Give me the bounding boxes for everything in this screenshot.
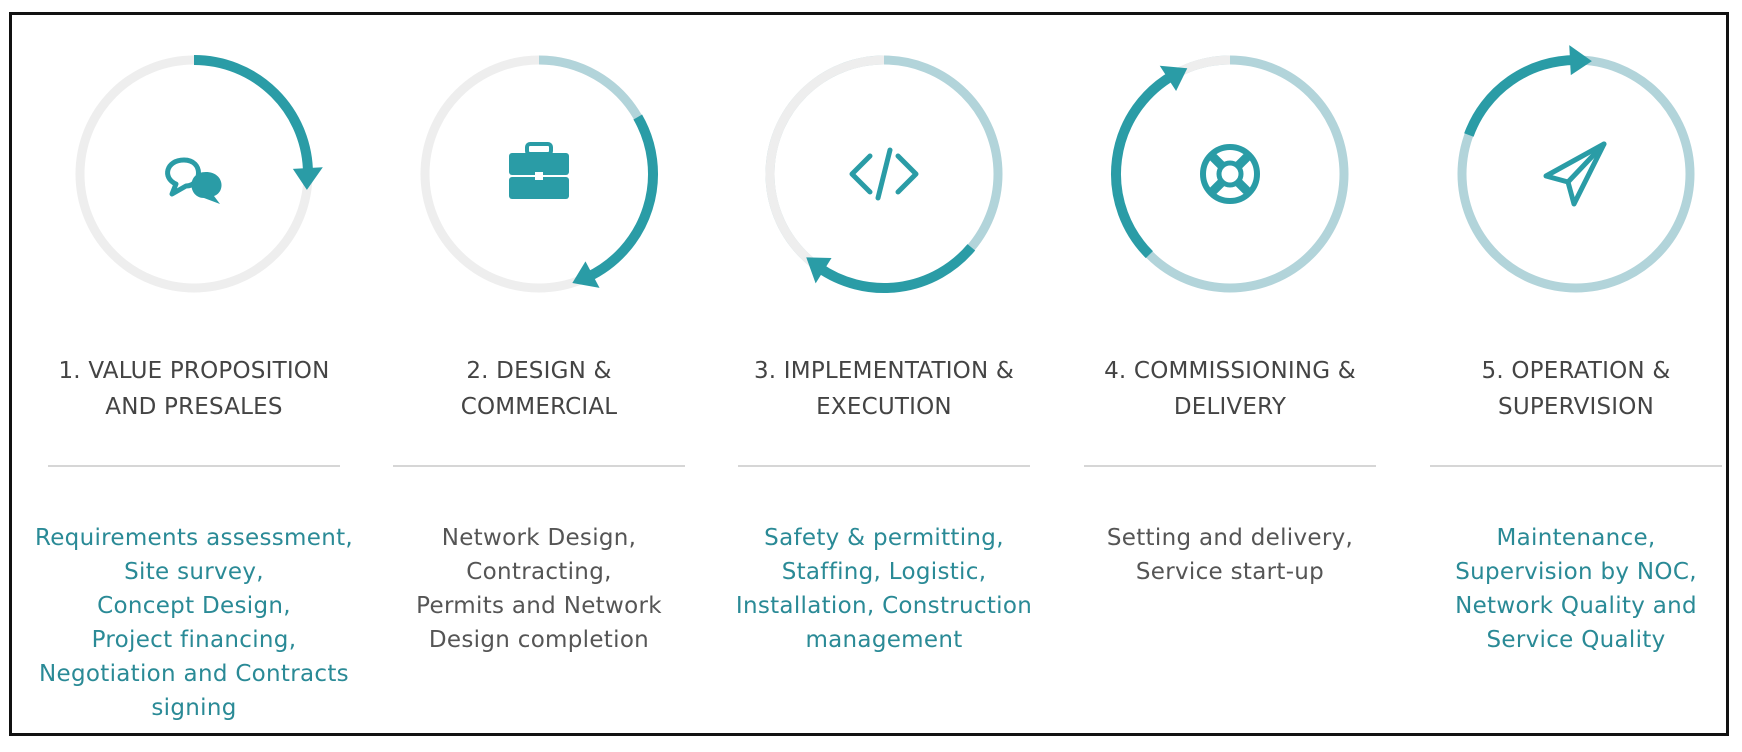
paper-plane-icon [1543,141,1607,207]
stage-4-description: Setting and delivery, Service start-up [1070,521,1390,589]
stage-3-desc-line: Safety & permitting, [764,525,1004,551]
code-bracket-right [895,153,919,195]
lifebuoy-strap [1234,151,1253,170]
stage-2-ring [420,55,658,293]
lifebuoy-strap [1207,178,1226,197]
stage-1-title: 1. VALUE PROPOSITION AND PRESALES [34,353,354,425]
code-icon [849,147,919,201]
stage-3-desc-line: Staffing, Logistic, [781,559,987,585]
arrowhead-icon [1159,65,1188,91]
stage-3-title-line: 3. IMPLEMENTATION & [753,358,1015,384]
stage-5-desc-line: Maintenance, [1496,525,1656,551]
stage-4: 4. COMMISSIONING & DELIVERY Setting and … [1070,15,1390,739]
stage-3-title-line: EXECUTION [816,394,952,420]
code-slash [875,147,893,201]
stage-2-title-line: COMMERCIAL [460,394,618,420]
stage-2-desc-line: Network Design, [441,525,637,551]
stage-1-title-line: 1. VALUE PROPOSITION [58,358,330,384]
stage-4-title-line: DELIVERY [1173,394,1287,420]
lifebuoy-outer [1200,144,1260,204]
arrowhead-icon [572,261,600,288]
stage-3-desc-line: management [805,627,963,653]
stage-1-description: Requirements assessment, Site survey, Co… [34,521,354,725]
stage-4-title-line: 4. COMMISSIONING & [1104,358,1356,384]
lifebuoy-inner [1216,160,1244,188]
stage-4-title: 4. COMMISSIONING & DELIVERY [1070,353,1390,425]
lifebuoy-strap [1234,178,1253,197]
stage-2-divider [393,465,685,467]
stage-4-desc-line: Service start-up [1135,559,1325,585]
stage-4-ring [1111,55,1349,293]
stage-5-description: Maintenance, Supervision by NOC, Network… [1416,521,1736,657]
stage-5-ring [1457,45,1695,293]
ring-track-segment [765,55,885,272]
stage-3-title: 3. IMPLEMENTATION & EXECUTION [724,353,1044,425]
stage-5: 5. OPERATION & SUPERVISION Maintenance, … [1416,15,1736,739]
stage-2-description: Network Design, Contracting, Permits and… [379,521,699,657]
stage-5-title: 5. OPERATION & SUPERVISION [1416,353,1736,425]
stage-2-title-line: 2. DESIGN & [466,358,612,384]
lifebuoy-strap [1207,151,1226,170]
stage-5-title-line: SUPERVISION [1498,394,1654,420]
ring-progress-arc [585,114,658,282]
stage-1-desc-line: Project financing, [91,627,297,653]
stage-1-desc-line: Requirements assessment, [34,525,354,551]
ring-progress-arc [1111,70,1176,259]
stage-3-divider [738,465,1030,467]
stage-2: 2. DESIGN & COMMERCIAL Network Design, C… [379,15,699,739]
lifebuoy-icon [1200,144,1260,204]
stage-4-desc-line: Setting and delivery, [1106,525,1354,551]
stage-5-title-line: 5. OPERATION & [1481,358,1671,384]
ring-progress-arc [193,55,313,175]
stage-5-desc-line: Network Quality and [1455,593,1697,619]
stage-1-divider [48,465,340,467]
stage-1: 1. VALUE PROPOSITION AND PRESALES Requir… [34,15,354,739]
arrowhead-icon [1569,45,1592,76]
arrowhead-icon [806,257,832,284]
stage-3: 3. IMPLEMENTATION & EXECUTION Safety & p… [724,15,1044,739]
briefcase-bottom [509,177,569,199]
stage-2-desc-line: Design completion [428,627,650,653]
stage-3-desc-line: Installation, Construction [735,593,1033,619]
stage-1-ring [75,55,323,293]
stage-1-desc-line: signing [151,695,237,721]
code-bracket-left [849,153,873,195]
chat-bubble-back [165,157,201,197]
stage-1-desc-line: Site survey, [124,559,264,585]
stage-1-desc-line: Concept Design, [97,593,291,619]
stage-1-desc-line: Negotiation and Contracts [39,661,349,687]
briefcase-icon [509,142,569,199]
stage-5-desc-line: Supervision by NOC, [1455,559,1697,585]
briefcase-clasp [535,172,543,180]
stage-1-title-line: AND PRESALES [105,394,283,420]
briefcase-handle [525,142,553,156]
process-diagram-frame: 1. VALUE PROPOSITION AND PRESALES Requir… [9,12,1729,736]
stage-3-ring [765,55,1003,293]
arrowhead-icon [292,167,323,190]
ring-progress-arc [1464,55,1577,137]
paper-plane-fold [1565,141,1607,185]
stage-2-desc-line: Permits and Network [416,593,662,619]
ring-track-segment [538,55,642,120]
chat-bubbles-icon [165,157,222,204]
ring-progress-arc [815,244,976,293]
chat-bubble-front [191,172,222,204]
stage-5-desc-line: Service Quality [1486,627,1666,653]
stage-5-divider [1430,465,1722,467]
stage-2-title: 2. DESIGN & COMMERCIAL [379,353,699,425]
stage-3-description: Safety & permitting, Staffing, Logistic,… [724,521,1044,657]
briefcase-top [509,153,569,175]
stage-2-desc-line: Contracting, [466,559,612,585]
stage-4-divider [1084,465,1376,467]
